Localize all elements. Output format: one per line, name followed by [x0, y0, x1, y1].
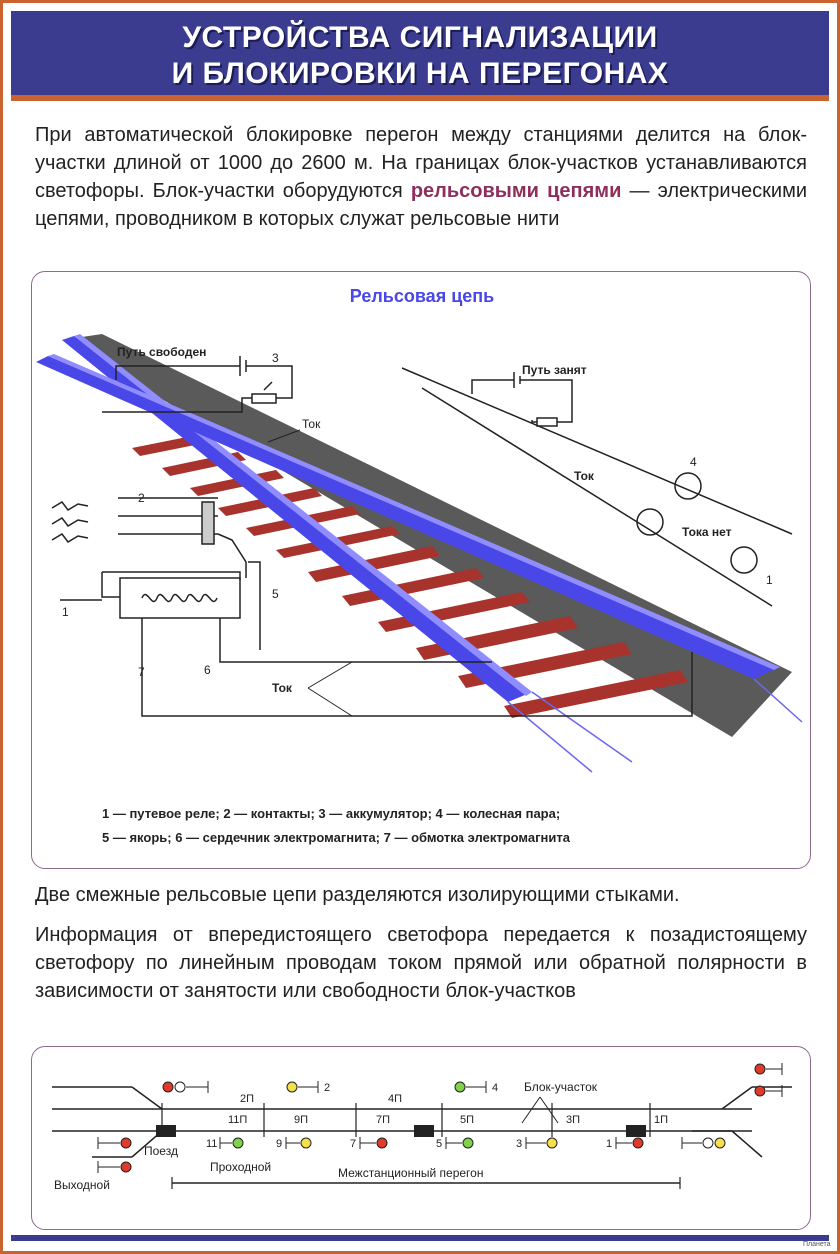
para-joints: Две смежные рельсовые цепи разделяются и… [35, 884, 680, 906]
num-7: 7 [138, 665, 145, 679]
label-sig-11: 11 [206, 1138, 217, 1150]
intro-text-1: При автоматической блокировке перегон ме… [35, 124, 807, 202]
num-6: 6 [204, 663, 211, 677]
label-section-11P: 11П [228, 1114, 247, 1126]
battery-circuit [102, 356, 293, 413]
para-info: Информация от впередистоящего светофора … [35, 924, 807, 1002]
num-1: 1 [62, 605, 69, 619]
label-section-7P: 7П [376, 1114, 390, 1126]
publisher-logo: Планета [803, 1241, 831, 1248]
title-line-1: УСТРОЙСТВА СИГНАЛИЗАЦИИ [182, 21, 658, 54]
label-no-current: Тока нет [682, 525, 732, 539]
label-2P: 2П [240, 1093, 254, 1105]
rail-circuit-diagram: Рельсовая цепь [36, 286, 803, 845]
label-interstation-span: Межстанционный перегон [338, 1166, 483, 1180]
block-section-panel: 2П 2 4П 4 Блок-участок 11П 9П 7П 5П 3П 1… [31, 1046, 811, 1230]
train-1 [156, 1125, 176, 1137]
label-block-section: Блок-участок [524, 1080, 598, 1094]
intro-text-2: — электрическими цепями, проводником в к… [35, 180, 807, 230]
label-sig-1: 1 [606, 1138, 612, 1150]
intro-paragraph: При автоматической блокировке перегон ме… [35, 121, 807, 233]
label-section-3P: 3П [566, 1114, 580, 1126]
label-section-1P: 1П [654, 1114, 668, 1126]
legend-line-2: 5 — якорь; 6 — сердечник электромагнита;… [102, 830, 571, 845]
label-sig-7: 7 [350, 1138, 356, 1150]
label-section-9P: 9П [294, 1114, 308, 1126]
legend-line-1: 1 — путевое реле; 2 — контакты; 3 — акку… [102, 806, 560, 821]
train-2 [414, 1125, 434, 1137]
num-3: 3 [272, 351, 279, 365]
header: УСТРОЙСТВА СИГНАЛИЗАЦИИ И БЛОКИРОВКИ НА … [11, 11, 829, 101]
label-sig-3: 3 [516, 1138, 522, 1150]
signals-bottom [97, 1137, 726, 1173]
num-2: 2 [138, 491, 145, 505]
num-1-busy: 1 [766, 573, 773, 587]
label-track-busy: Путь занят [522, 363, 587, 377]
label-4P: 4П [388, 1093, 402, 1105]
label-current-2: Ток [272, 681, 293, 695]
track-relay [51, 497, 693, 717]
label-sig-4: 4 [492, 1082, 498, 1094]
label-section-5P: 5П [460, 1114, 474, 1126]
busy-track-schematic [401, 367, 793, 607]
rail-diagram-title: Рельсовая цепь [350, 286, 494, 306]
label-sig-9: 9 [276, 1138, 282, 1150]
label-exit-signal: Выходной [54, 1178, 110, 1192]
rails [36, 334, 803, 773]
title-line-2: И БЛОКИРОВКИ НА ПЕРЕГОНАХ [171, 57, 669, 90]
label-track-free: Путь свободен [117, 345, 206, 359]
rail-circuit-panel: Рельсовая цепь [31, 271, 811, 869]
label-train: Поезд [144, 1144, 178, 1158]
ballast [62, 334, 792, 737]
intro-highlight: рельсовыми цепями [410, 180, 622, 202]
footer-bar [11, 1235, 829, 1241]
label-sig-5: 5 [436, 1138, 442, 1150]
num-5: 5 [272, 587, 279, 601]
signals-top [162, 1063, 783, 1097]
num-4: 4 [690, 455, 697, 469]
sleepers [132, 434, 688, 718]
train-3 [626, 1125, 646, 1137]
label-current-1: Ток [302, 417, 321, 431]
label-through-signal: Проходной [210, 1160, 271, 1174]
label-current-3: Ток [574, 469, 595, 483]
label-sig-2: 2 [324, 1082, 330, 1094]
block-section-diagram: 2П 2 4П 4 Блок-участок 11П 9П 7П 5П 3П 1… [52, 1063, 792, 1192]
